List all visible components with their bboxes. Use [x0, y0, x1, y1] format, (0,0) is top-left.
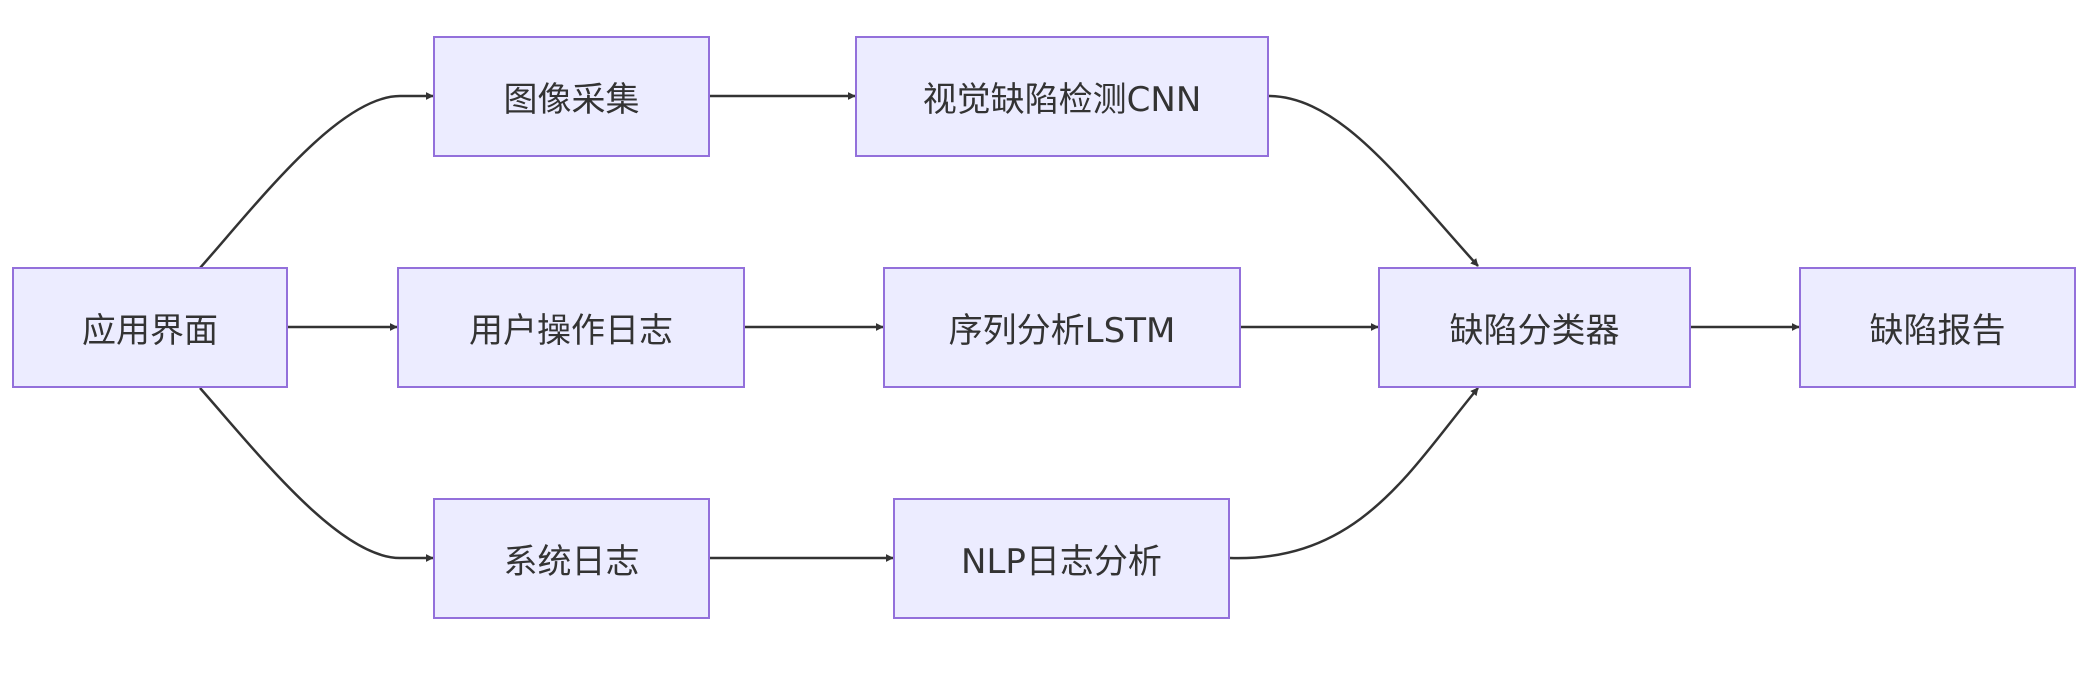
node-defect-report: 缺陷报告: [1799, 267, 2076, 388]
node-image-capture: 图像采集: [433, 36, 710, 157]
edge-app-ui-to-system-log: [199, 387, 434, 562]
edge-nlp-log-to-defect-classifier: [1229, 387, 1479, 560]
edge-app-ui-to-image-capture: [199, 92, 434, 269]
node-defect-classifier: 缺陷分类器: [1378, 267, 1691, 388]
node-system-log: 系统日志: [433, 498, 710, 619]
node-user-log: 用户操作日志: [397, 267, 745, 388]
node-nlp-log: NLP日志分析: [893, 498, 1230, 619]
edge-visual-cnn-to-defect-classifier: [1267, 94, 1479, 267]
node-sequence-lstm: 序列分析LSTM: [883, 267, 1241, 388]
node-visual-cnn: 视觉缺陷检测CNN: [855, 36, 1269, 157]
node-app-ui: 应用界面: [12, 267, 288, 388]
